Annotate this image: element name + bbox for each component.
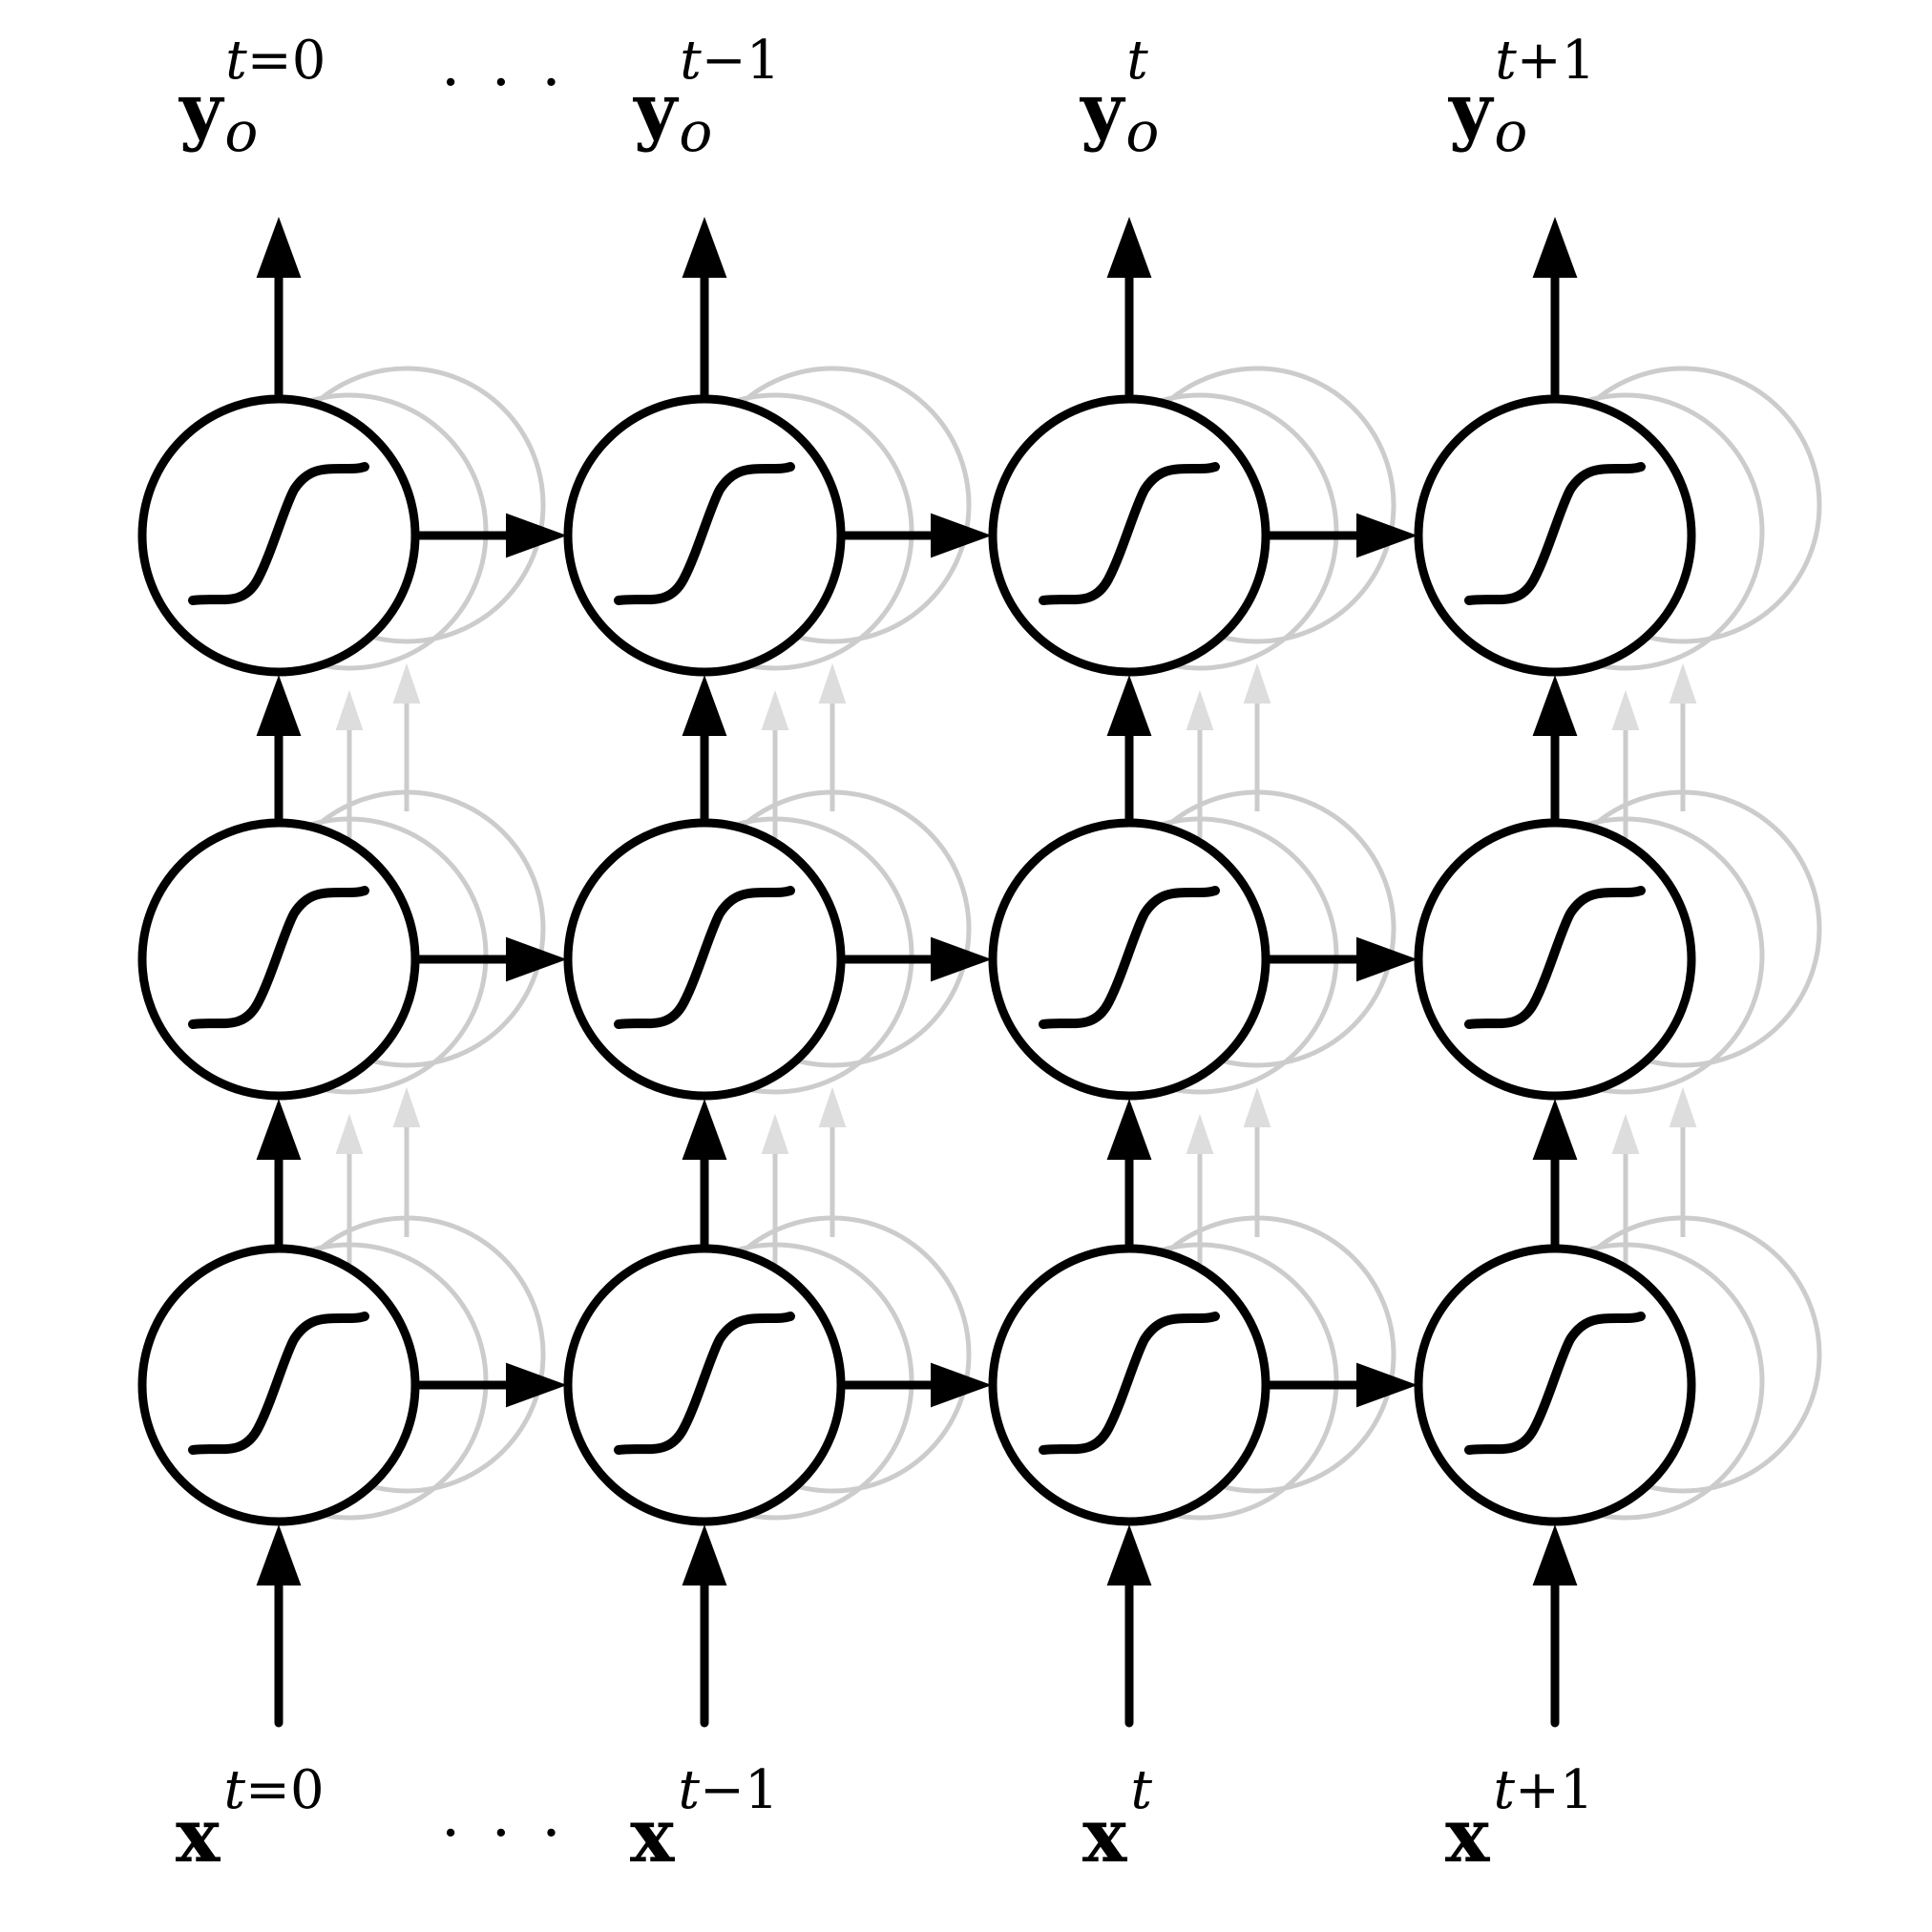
ghost-arrowhead: [1611, 689, 1640, 730]
neuron-node: [137, 818, 420, 1101]
output-label-t: yot: [1079, 30, 1159, 164]
neuron-node: [563, 818, 846, 1101]
neuron-node: [1414, 394, 1696, 677]
input-label-t0: xt=0: [176, 1759, 325, 1880]
input-label-t-plus-1: xt+1: [1445, 1759, 1594, 1880]
ghost-arrowhead: [761, 1113, 789, 1154]
input-arrowhead: [1532, 1524, 1578, 1586]
ghost-arrowhead: [818, 1086, 847, 1127]
layer-arrowhead: [1532, 675, 1578, 736]
output-label-t-plus-1: yot+1: [1447, 30, 1595, 164]
ghost-arrowhead: [335, 1113, 364, 1154]
ghost-arrowhead: [335, 689, 364, 730]
layer-arrowhead: [682, 675, 727, 736]
ghost-arrowhead: [1243, 1086, 1271, 1127]
recurrent-arrowhead: [506, 936, 567, 982]
sigmoid-icon: [1039, 462, 1220, 605]
sigmoid-icon: [188, 1312, 369, 1455]
recurrent-arrowhead: [931, 1362, 992, 1408]
neuron-node: [137, 394, 420, 677]
neuron-node: [563, 1244, 846, 1526]
sigmoid-icon: [1464, 886, 1646, 1029]
neuron-node: [988, 1244, 1270, 1526]
input-ellipsis: · · ·: [441, 1798, 567, 1869]
sigmoid-icon: [614, 462, 795, 605]
neuron-node: [1414, 1244, 1696, 1526]
neuron-node: [988, 818, 1270, 1101]
sigmoid-icon: [188, 886, 369, 1029]
recurrent-arrowhead: [1356, 936, 1418, 982]
recurrent-arrowhead: [1356, 513, 1418, 558]
sigmoid-icon: [614, 1312, 795, 1455]
input-arrowhead: [1106, 1524, 1152, 1586]
recurrent-arrowhead: [1356, 1362, 1418, 1408]
ghost-arrowhead: [1611, 1113, 1640, 1154]
sigmoid-icon: [614, 886, 795, 1029]
layer-arrowhead: [682, 1099, 727, 1160]
output-labels: yot=0 · · · yot−1 yot yot+1: [178, 30, 1595, 164]
connections: [256, 217, 1578, 1728]
output-arrowhead: [682, 217, 727, 278]
input-arrowhead: [256, 1524, 302, 1586]
output-arrowhead: [1532, 217, 1578, 278]
layer-arrowhead: [1532, 1099, 1578, 1160]
ghost-arrowhead: [392, 1086, 421, 1127]
recurrent-arrowhead: [506, 513, 567, 558]
sigmoid-icon: [1039, 1312, 1220, 1455]
output-label-t-minus-1: yot−1: [632, 30, 780, 164]
neuron-node: [563, 394, 846, 677]
sigmoid-icon: [1464, 462, 1646, 605]
recurrent-arrowhead: [506, 1362, 567, 1408]
ghost-arrowhead: [1669, 662, 1697, 704]
output-arrowhead: [1106, 217, 1152, 278]
sigmoid-icon: [1039, 886, 1220, 1029]
layer-arrowhead: [1106, 1099, 1152, 1160]
ghost-arrowhead: [1669, 1086, 1697, 1127]
ghost-arrowhead: [1186, 689, 1214, 730]
input-label-t-minus-1: xt−1: [630, 1759, 779, 1880]
output-label-t0: yot=0: [178, 30, 326, 164]
input-label-t: xt: [1082, 1759, 1153, 1880]
ghost-arrowhead: [392, 662, 421, 704]
recurrent-arrowhead: [931, 513, 992, 558]
output-ellipsis: · · ·: [441, 48, 567, 118]
ghost-arrowhead: [761, 689, 789, 730]
layer-arrowhead: [256, 675, 302, 736]
nodes: [137, 394, 1696, 1526]
ghost-arrowhead: [1243, 662, 1271, 704]
layer-arrowhead: [1106, 675, 1152, 736]
sigmoid-icon: [1464, 1312, 1646, 1455]
neuron-node: [1414, 818, 1696, 1101]
neuron-node: [988, 394, 1270, 677]
ghost-arrowhead: [818, 662, 847, 704]
ghost-arrowhead: [1186, 1113, 1214, 1154]
input-arrowhead: [682, 1524, 727, 1586]
layer-arrowhead: [256, 1099, 302, 1160]
sigmoid-icon: [188, 462, 369, 605]
recurrent-arrowhead: [931, 936, 992, 982]
neuron-node: [137, 1244, 420, 1526]
input-labels: xt=0 · · · xt−1 xt xt+1: [176, 1759, 1594, 1880]
output-arrowhead: [256, 217, 302, 278]
